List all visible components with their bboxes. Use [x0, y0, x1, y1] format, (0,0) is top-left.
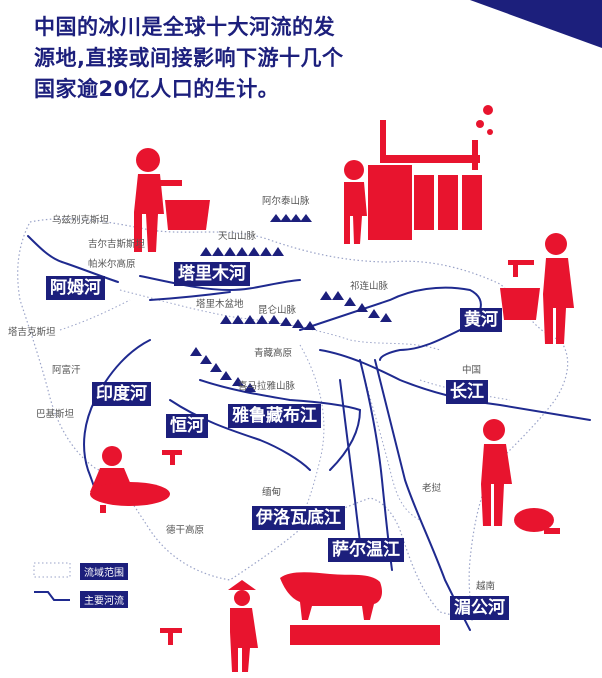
legend: 流域范围 主要河流: [34, 560, 128, 616]
legend-basin-label: 流域范围: [80, 562, 128, 580]
legend-river-swatch: [34, 591, 70, 601]
river-tag-yarlung: 雅鲁藏布江: [228, 404, 321, 428]
label-pakistan: 巴基斯坦: [36, 409, 75, 420]
label-qingzang: 青藏高原: [254, 348, 293, 359]
label-deccan: 德干高原: [166, 525, 205, 536]
river-tag-huang: 黄河: [460, 308, 502, 332]
red-pictograms: [90, 105, 574, 672]
river-tag-salween: 萨尔温江: [328, 538, 404, 562]
label-china: 中国: [462, 365, 482, 376]
farmer-ox-icon: [160, 572, 440, 672]
laundry-icon: [90, 446, 182, 513]
river-tag-changjiang: 长江: [446, 380, 488, 404]
headline-line-1: 中国的冰川是全球十大河流的发: [34, 15, 335, 39]
label-pamir: 帕米尔高原: [88, 259, 136, 270]
headline-line-2: 源地,直接或间接影响下游十几个: [34, 46, 344, 70]
river-tag-tarim: 塔里木河: [174, 262, 250, 286]
label-uzbekistan: 乌兹别克斯坦: [52, 215, 110, 226]
pig-feeding-icon: [481, 419, 560, 534]
label-myanmar: 缅甸: [262, 487, 282, 498]
label-tajikistan: 塔吉克斯坦: [8, 327, 56, 338]
label-altai: 阿尔泰山脉: [262, 196, 310, 207]
river-tag-ganges: 恒河: [166, 414, 208, 438]
person-drinking-icon: [134, 148, 210, 252]
label-vietnam: 越南: [476, 581, 496, 592]
label-kyrgyzstan: 吉尔吉斯斯坦: [88, 239, 146, 250]
label-afghanistan: 阿富汗: [52, 365, 81, 376]
headline: 中国的冰川是全球十大河流的发 源地,直接或间接影响下游十几个 国家逾20亿人口的…: [34, 12, 454, 105]
legend-basin-swatch: [33, 562, 71, 578]
river-tag-amu: 阿姆河: [46, 276, 105, 300]
label-tarim-basin: 塔里木盆地: [196, 299, 244, 310]
river-tag-irrawaddy: 伊洛瓦底江: [252, 506, 345, 530]
mountain-glyphs: [190, 214, 392, 392]
label-laos: 老挝: [422, 483, 442, 494]
legend-river-label: 主要河流: [80, 590, 128, 608]
label-tianshan: 天山山脉: [218, 231, 257, 242]
river-tag-mekong: 湄公河: [450, 596, 509, 620]
label-qilian: 祁连山脉: [350, 281, 389, 292]
factory-icon: [344, 105, 493, 244]
headline-line-3: 国家逾20亿人口的生计。: [34, 77, 280, 101]
label-himalaya: 喜马拉雅山脉: [238, 381, 296, 392]
river-tag-indus: 印度河: [92, 382, 151, 406]
hand-washing-icon: [500, 233, 574, 344]
corner-decoration: [470, 0, 602, 48]
label-kunlun: 昆仑山脉: [258, 305, 297, 316]
